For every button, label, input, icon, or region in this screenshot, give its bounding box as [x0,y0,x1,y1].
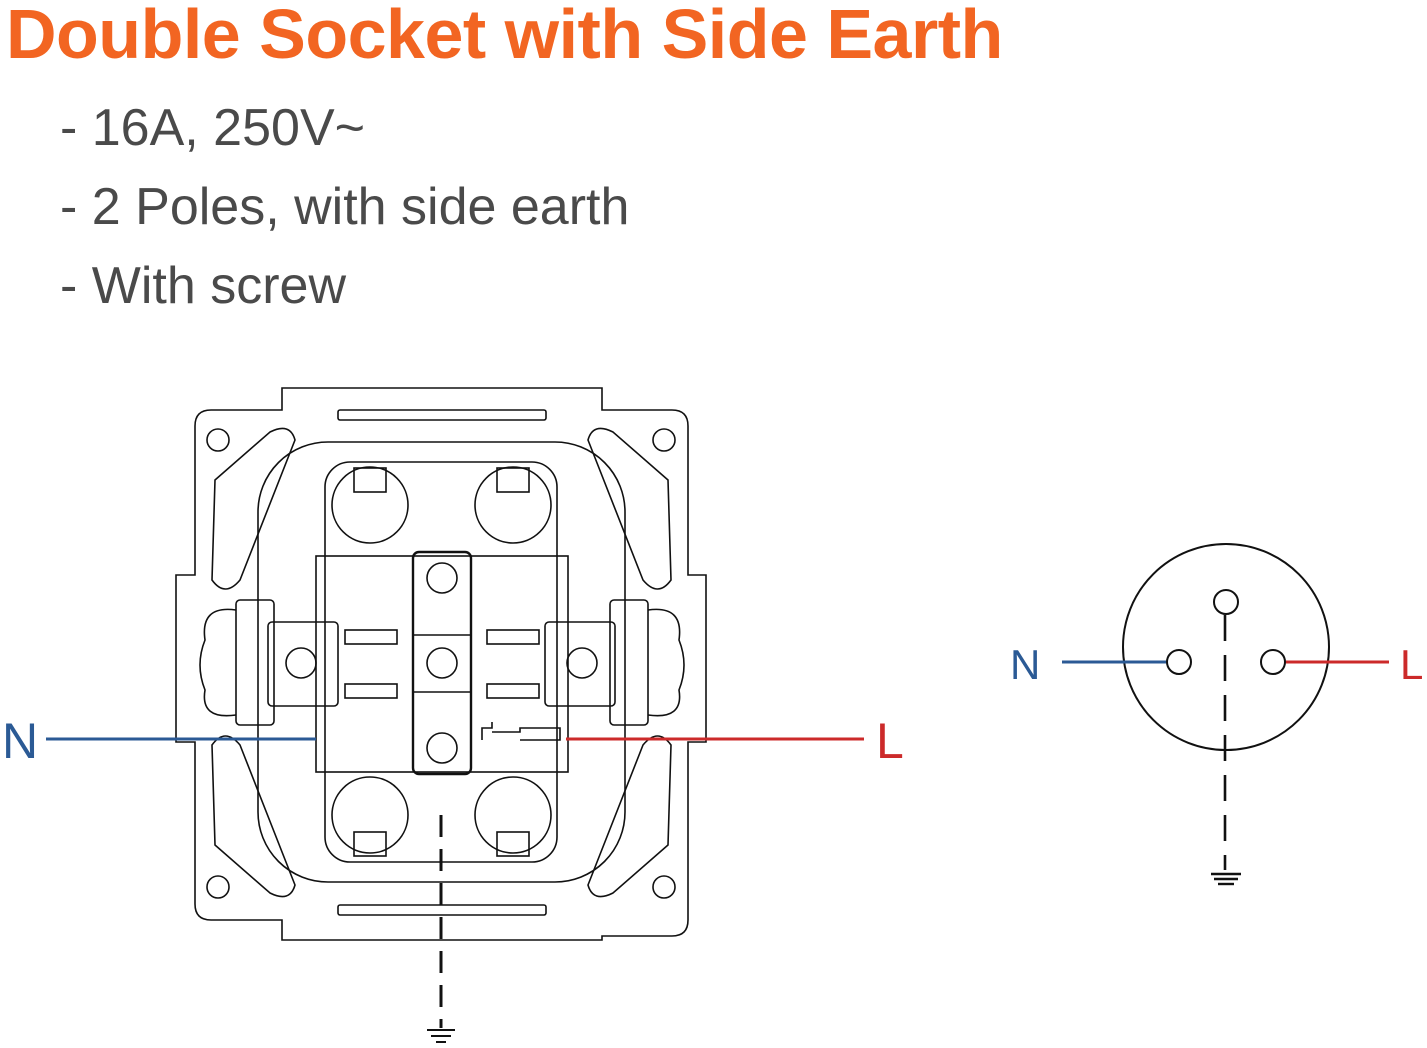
schematic-neutral-label: N [1010,641,1040,688]
live-label: L [876,713,904,769]
socket-schematic: N L [1010,543,1423,886]
schematic-ground-icon [1211,872,1241,886]
spec-rating: - 16A, 250V~ [60,99,365,157]
spec-screw: - With screw [60,257,346,315]
ground-icon [427,1029,455,1043]
socket-mechanism-drawing [175,387,707,941]
neutral-label: N [2,713,38,769]
page-title: Double Socket with Side Earth [6,0,1003,73]
earth-pin [1213,589,1239,615]
live-pin [1260,649,1286,675]
neutral-pin [1166,649,1192,675]
schematic-live-label: L [1400,641,1423,688]
spec-poles: - 2 Poles, with side earth [60,178,630,236]
